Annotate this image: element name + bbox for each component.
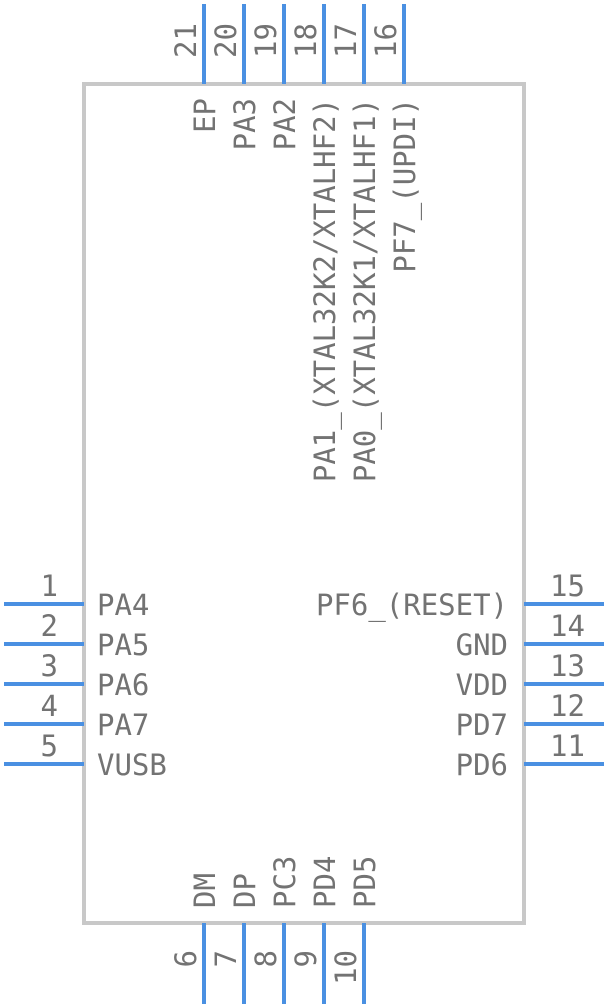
pin-18-number: 18 [289,23,323,58]
pin-12-number: 12 [550,689,585,723]
pin-21-number: 21 [169,23,203,58]
pin-15-number: 15 [550,569,585,603]
pin-5-label: VUSB [97,748,167,782]
pin-14-number: 14 [550,609,585,643]
pin-17-label: PA0_(XTAL32K1/XTALHF1) [348,98,383,482]
pin-16-label: PF7_(UPDI) [388,98,423,273]
pin-1-number: 1 [41,569,58,603]
pin-4-number: 4 [41,689,58,723]
pin-17-number: 17 [329,23,363,58]
pin-8-number: 8 [249,950,283,967]
pin-8-label: PC3 [268,856,302,908]
pin-3-number: 3 [41,649,58,683]
pin-19-number: 19 [249,23,283,58]
pin-6-number: 6 [169,950,203,967]
pin-11-label: PD6 [456,748,508,782]
pin-14-label: GND [456,628,508,662]
pin-2-number: 2 [41,609,58,643]
pin-16-number: 16 [369,23,403,58]
pin-18-label: PA1_(XTAL32K2/XTALHF2) [308,98,343,482]
pin-21-label: EP [188,98,222,133]
pin-10-number: 10 [329,950,363,985]
pin-13-number: 13 [550,649,585,683]
pin-4-label: PA7 [97,708,149,742]
pin-5-number: 5 [41,729,58,763]
pin-20-number: 20 [209,23,243,58]
pin-10-label: PD5 [348,856,382,908]
pin-20-label: PA3 [228,98,262,150]
pin-6-label: DM [188,873,222,908]
pin-19-label: PA2 [268,98,302,150]
pin-9-label: PD4 [308,856,342,908]
pin-12-label: PD7 [456,708,508,742]
pin-7-label: DP [228,873,262,908]
pin-3-label: PA6 [97,668,149,702]
pin-11-number: 11 [550,729,585,763]
pin-7-number: 7 [209,950,243,967]
pin-1-label: PA4 [97,588,149,622]
pin-15-label: PF6_(RESET) [316,588,508,623]
pin-2-label: PA5 [97,628,149,662]
pin-13-label: VDD [456,668,508,702]
chip-body [82,82,526,925]
pin-9-number: 9 [289,950,323,967]
